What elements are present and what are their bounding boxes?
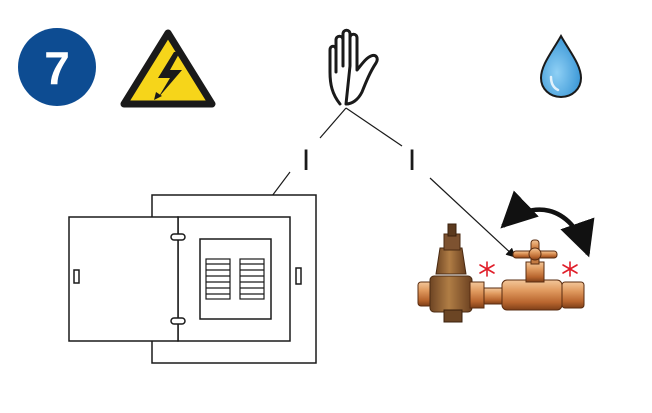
valve-pointer-line: [429, 177, 516, 258]
hinge-top: [170, 233, 186, 241]
regulator-screw: [447, 223, 457, 237]
breaker-row-left: [205, 258, 231, 300]
valve-handle: [512, 239, 558, 261]
water-drop-icon: [539, 33, 583, 99]
regulator-body: [429, 275, 473, 313]
water-off-mark: I: [408, 144, 416, 177]
step-badge: 7: [18, 28, 96, 106]
water-shutoff-valve-assembly: [417, 223, 585, 323]
step-number: 7: [44, 42, 70, 94]
hinge-bottom: [170, 317, 186, 325]
door-handle: [73, 269, 80, 284]
branch-lines: [319, 107, 403, 147]
regulator-bottom-plug: [443, 309, 463, 323]
electric-hazard-warning-icon: [120, 29, 216, 108]
panel-door: [68, 216, 179, 342]
connector-pipe: [483, 287, 505, 305]
outlet-coupling: [561, 281, 585, 309]
union-nut: [469, 281, 485, 309]
stop-hand-icon: [328, 28, 379, 106]
panel-latch: [295, 267, 302, 285]
turn-direction-arrow: [500, 190, 595, 258]
electric-off-mark: I: [302, 144, 310, 177]
step-badge-circle: [18, 28, 96, 106]
valve-marker-left: [479, 261, 495, 277]
breaker-row-right: [239, 258, 265, 300]
regulator-bonnet: [435, 247, 467, 275]
electrical-panel: [68, 194, 317, 364]
valve-marker-right: [562, 261, 578, 277]
valve-body: [501, 279, 563, 311]
valve-bonnet: [525, 261, 545, 283]
